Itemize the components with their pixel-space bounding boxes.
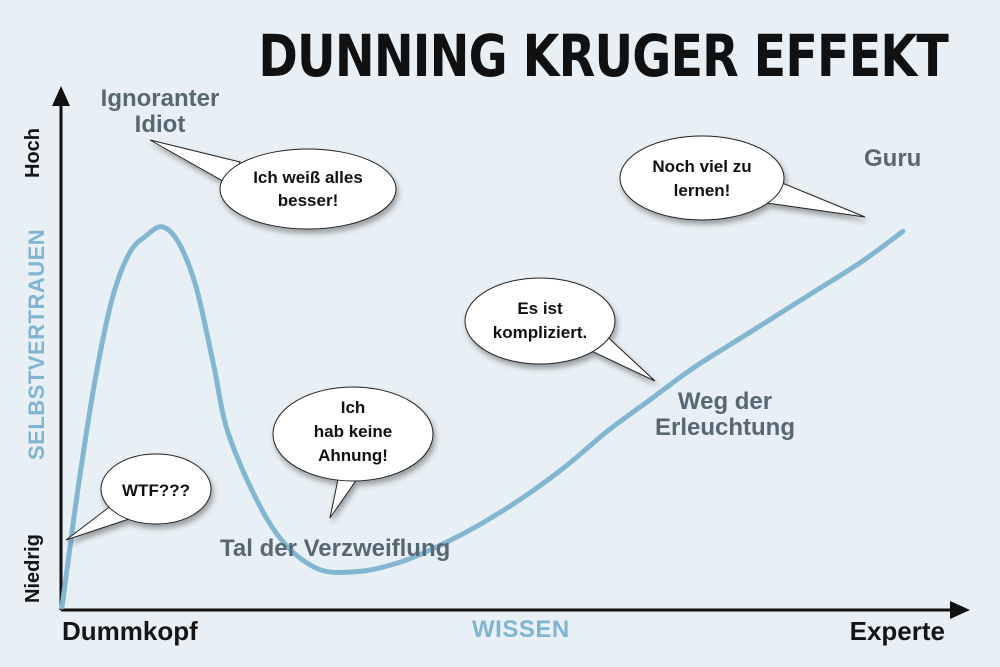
x-axis-arrow — [950, 601, 970, 619]
x-tick-dummkopf: Dummkopf — [62, 616, 198, 646]
chart-title: DUNNING KRUGER EFFEKT — [258, 22, 948, 90]
bubble-text-2: WTF??? — [122, 481, 190, 500]
x-axis-label: WISSEN — [472, 616, 570, 643]
label-guru: Guru — [864, 145, 922, 172]
confidence-curve — [59, 224, 906, 610]
speech-bubble-4 — [464, 277, 656, 382]
x-tick-experte: Experte — [849, 616, 945, 646]
y-axis-arrow — [52, 86, 70, 106]
y-axis-label: SELBSTVERTRAUEN — [24, 228, 49, 460]
y-tick-hoch: Hoch — [22, 128, 44, 178]
speech-bubble-1 — [149, 139, 397, 230]
speech-bubble-5 — [619, 135, 866, 221]
y-tick-niedrig: Niedrig — [22, 534, 44, 603]
speech-bubble-2 — [65, 453, 212, 541]
speech-bubble-3 — [272, 386, 434, 519]
label-tal-der-verzweiflung: Tal der Verzweiflung — [220, 535, 451, 562]
